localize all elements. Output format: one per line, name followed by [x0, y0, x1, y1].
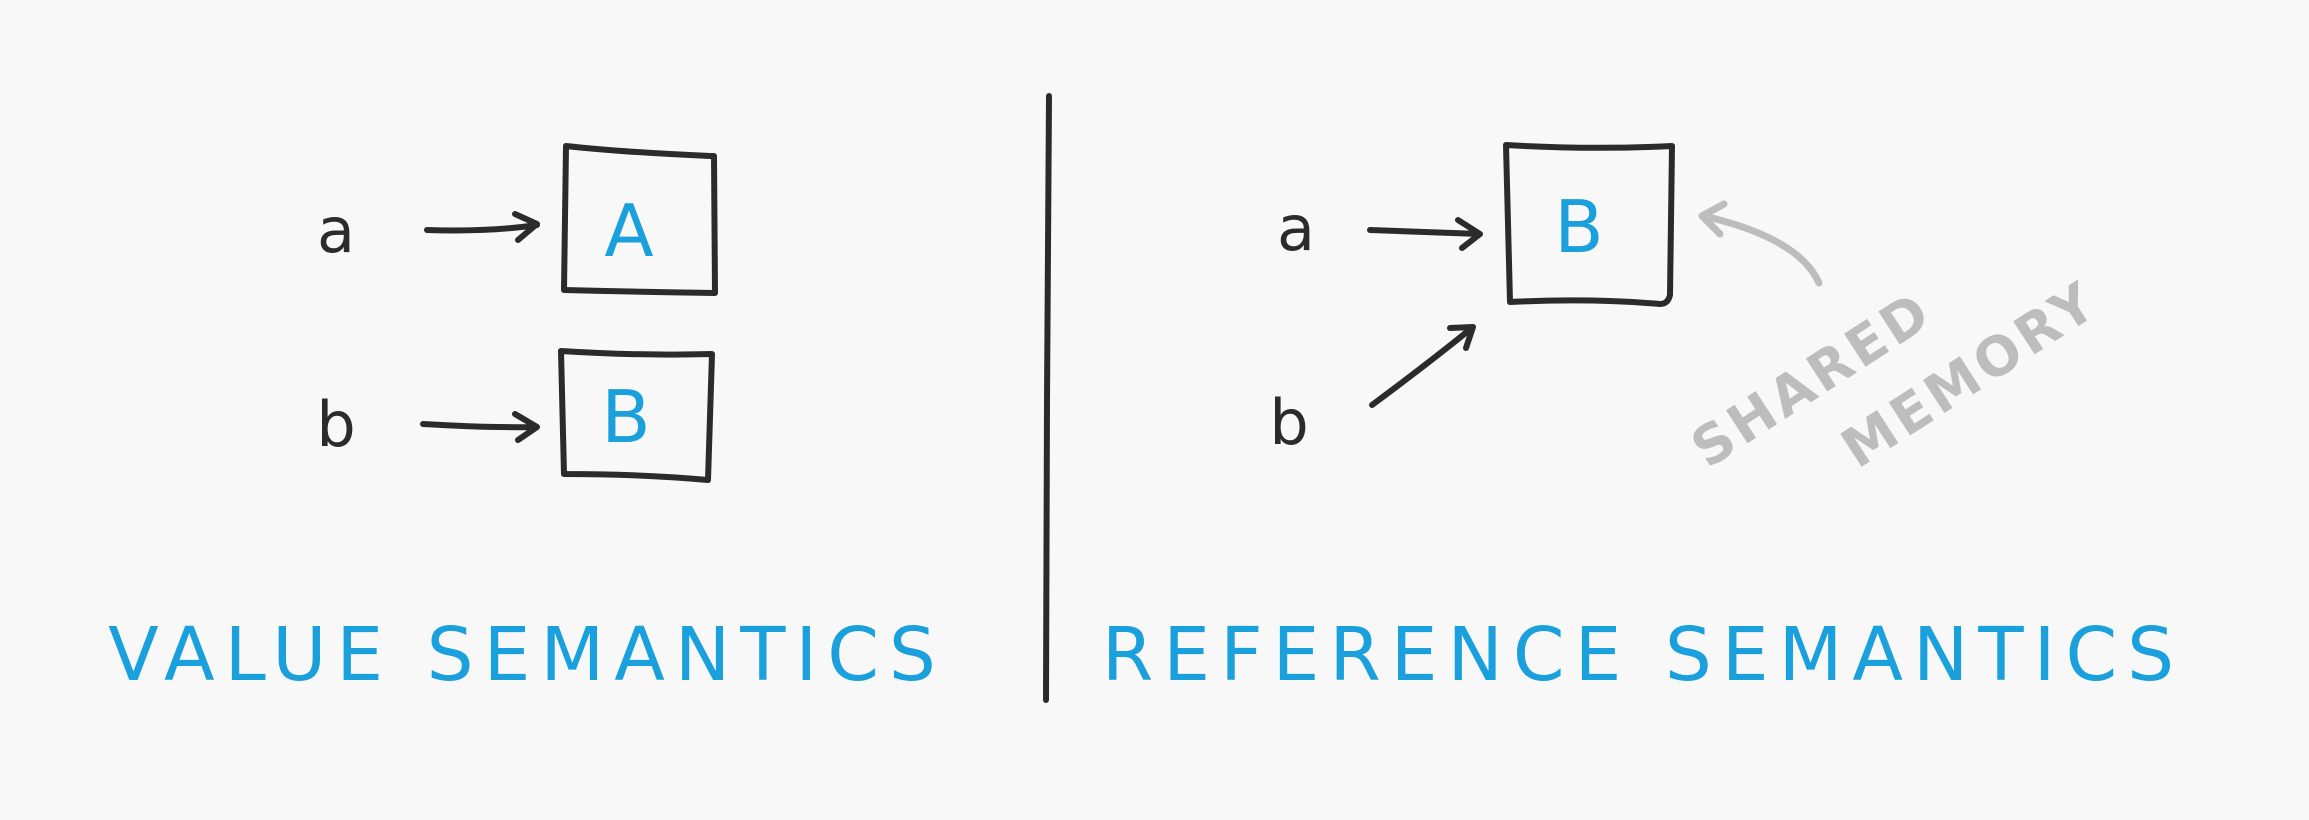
arrow-a-to-B	[1367, 217, 1483, 251]
value-semantics-title: VALUE SEMANTICS	[108, 612, 946, 698]
value-B: B	[601, 375, 650, 459]
box-A	[561, 143, 718, 296]
variable-a-label: a	[317, 194, 355, 267]
variable-a-label: a	[1277, 192, 1315, 265]
arrow-b-to-B	[420, 411, 540, 443]
reference-semantics-title: REFERENCE SEMANTICS	[1102, 612, 2184, 698]
variable-b-label: b	[316, 388, 355, 461]
value-semantics-panel: a A b B VALUE SEMANTICS	[108, 143, 946, 698]
annotation-arrow	[1698, 200, 1823, 287]
divider-line	[1043, 93, 1052, 703]
shared-value-B: B	[1554, 185, 1603, 269]
arrow-a-to-A	[424, 211, 540, 243]
box-B	[558, 348, 715, 483]
arrow-b-to-B	[1369, 324, 1476, 408]
variable-b-label: b	[1269, 386, 1308, 459]
shared-box	[1503, 142, 1675, 307]
reference-semantics-panel: a b B SHARED MEMORY REFERENCE SEMANTICS	[1102, 142, 2184, 698]
value-A: A	[604, 189, 653, 273]
